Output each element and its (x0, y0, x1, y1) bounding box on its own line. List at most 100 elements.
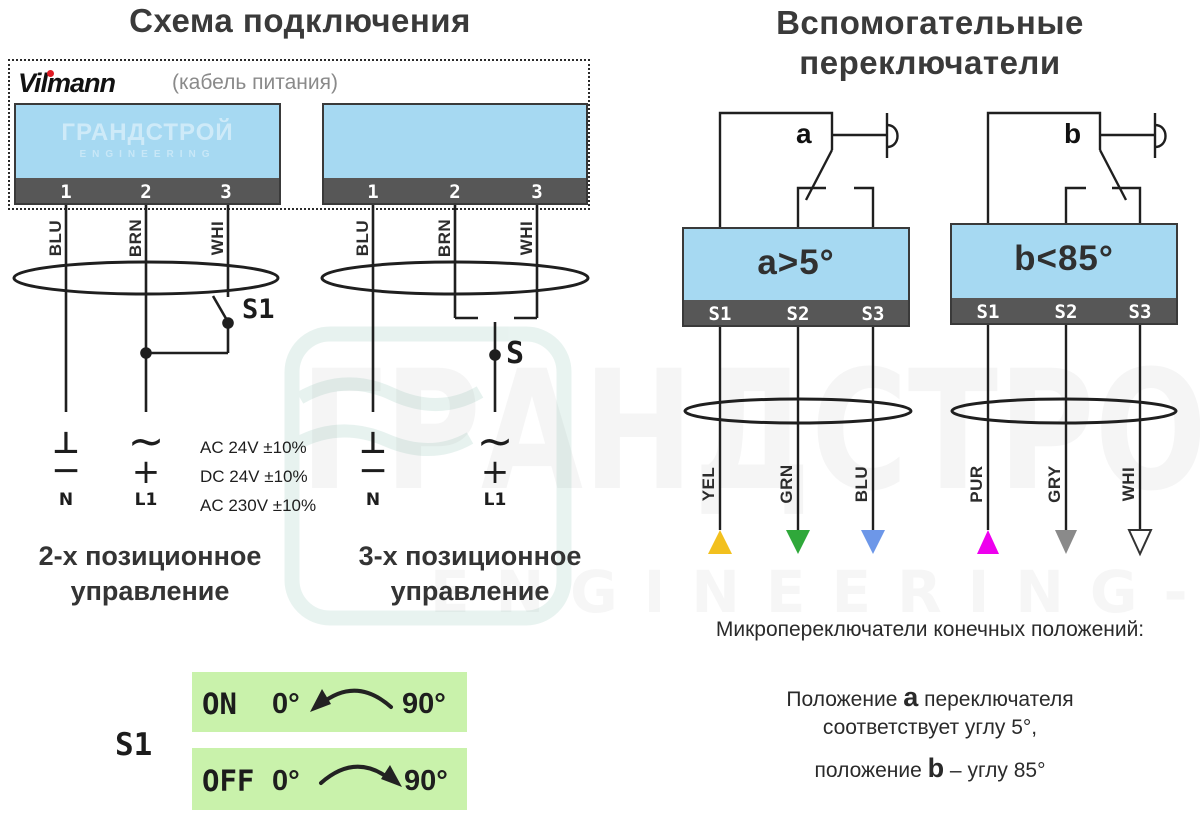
label-yel: YEL (699, 466, 718, 502)
d1-label-brn: BRN (126, 218, 145, 258)
terminal-strip-2 (324, 178, 586, 203)
s1-off-label: OFF (202, 764, 255, 798)
d1-label-blu: BLU (46, 219, 65, 257)
terminal-strip-1 (16, 178, 279, 203)
sw-b-contact-s2 (1064, 186, 1086, 223)
spec-ac230: AC 230V ±10% (200, 496, 317, 515)
spec-ac24: AC 24V ±10% (200, 438, 307, 457)
d2-switch-label: S (506, 336, 525, 371)
d2-label-whi: WHI (517, 220, 536, 256)
d1-switch-label: S1 (242, 294, 275, 325)
sw-a-blade (804, 149, 834, 201)
off-deg0: 0° (272, 765, 300, 797)
d1-ac-symbol: ~ (127, 416, 165, 467)
sw-a-cam-roller (886, 123, 899, 149)
box1-terminal-2: 2 (140, 181, 152, 203)
switch-a-letter: a (796, 118, 812, 149)
on-deg0: 0° (272, 688, 300, 720)
d2-minus-symbol: − (357, 450, 389, 491)
sw-b-blade (1098, 149, 1128, 201)
pos-b-letter: b (927, 753, 945, 783)
label-grn: GRN (777, 464, 796, 504)
on-deg90: 90° (402, 688, 446, 720)
box2-terminal-2: 2 (449, 181, 461, 203)
d1-junction-dot (140, 347, 152, 359)
gry-wire-arrow (1055, 530, 1077, 554)
aux-b-terminal-s2: S2 (1054, 301, 1078, 323)
d1-plus-symbol: + (131, 452, 161, 492)
aux-strip-a (684, 300, 908, 325)
cable-label: (кабель питания) (172, 71, 338, 94)
d2-ac-symbol: ~ (476, 416, 514, 467)
switch-b-letter: b (1064, 118, 1082, 149)
box1-watermark-sub: ENGINEERING (79, 149, 216, 160)
actuator-box-1: ГРАНДСТРОЙ ENGINEERING (14, 103, 281, 205)
position-b-line: положение b – углу 85° (680, 753, 1180, 784)
microswitch-note-title: Микропереключатели конечных положений: (715, 618, 1145, 641)
sw-a-common-path (718, 111, 834, 227)
d1-label-whi: WHI (208, 220, 227, 256)
aux-a-terminal-s1: S1 (708, 303, 732, 325)
aux-box-b: b<85° (950, 223, 1178, 325)
yel-wire-arrow (708, 530, 732, 554)
d2-caption-line2: управление (390, 576, 550, 606)
blu-wire-arrow (861, 530, 885, 554)
grn-wire-arrow (786, 530, 810, 554)
sw-a-contact-s2 (796, 186, 826, 227)
label-whi: WHI (1119, 466, 1138, 502)
label-blu: BLU (852, 465, 871, 503)
aux-a-terminal-s3: S3 (861, 303, 885, 325)
d1-switch-pivot-dot (222, 317, 234, 329)
aux-box-b-label: b<85° (1014, 239, 1114, 278)
s1-on-label: ON (202, 687, 237, 721)
pur-wire-arrow (977, 530, 999, 554)
watermark-grandstroy: ГРАНДСТРОЙ (300, 335, 1200, 527)
power-cable-dotted-frame (8, 59, 590, 210)
right-section-title-line1: Вспомогательные (776, 4, 1084, 41)
d2-label-blu: BLU (353, 219, 372, 257)
d1-minus-symbol: − (50, 450, 82, 491)
spec-dc24: DC 24V ±10% (200, 467, 308, 486)
label-gry: GRY (1045, 465, 1064, 503)
box1-terminal-1: 1 (60, 181, 72, 203)
position-angle-line: соответствует углу 5°, (822, 716, 1038, 739)
pos-b-post: – углу 85° (944, 759, 1046, 782)
watermark-engineering: ENGINEERING- (430, 558, 1200, 626)
brand-logo: Vilmann (18, 68, 116, 98)
aux-b-terminal-s3: S3 (1128, 301, 1152, 323)
off-deg90: 90° (404, 765, 448, 797)
d2-caption-line1: 3-х позиционное (358, 541, 582, 571)
aux-a-terminal-s2: S2 (786, 303, 810, 325)
sw-a-contact-s3 (854, 186, 875, 227)
d1-ground-symbol: ⊥ (52, 426, 80, 461)
d2-plus-symbol: + (480, 452, 510, 492)
left-section-title: Схема подключения (129, 2, 471, 39)
box2-terminal-3: 3 (531, 181, 543, 203)
s1-table-label: S1 (115, 727, 153, 763)
d2-ground-symbol: ⊥ (359, 426, 387, 461)
label-pur: PUR (967, 465, 986, 503)
d1-caption-line2: управление (70, 576, 230, 606)
d1-switch-blade (211, 295, 230, 323)
aux-strip-b (952, 298, 1176, 323)
box1-terminal-3: 3 (220, 181, 232, 203)
d1-n-label: N (58, 490, 74, 510)
pos-a-letter: a (903, 682, 919, 712)
whi-wire-arrow (1127, 529, 1153, 557)
d1-l1-label: L1 (134, 490, 158, 510)
right-section-title-line2: переключатели (799, 44, 1061, 81)
actuator-box-2 (322, 103, 588, 205)
aux-b-terminal-s1: S1 (976, 301, 1000, 323)
brand-logo-red-dot (47, 70, 54, 77)
sw-b-common-path (986, 111, 1102, 223)
aux-box-a: a>5° (682, 227, 910, 327)
box1-watermark-text: ГРАНДСТРОЙ (61, 119, 234, 146)
position-a-line: Положение a переключателя (680, 682, 1180, 713)
sw-b-contact-s3 (1112, 186, 1142, 223)
d2-label-brn: BRN (435, 218, 454, 258)
d2-n-label: N (365, 490, 381, 510)
pos-a-post: переключателя (918, 688, 1074, 711)
d1-caption-line1: 2-х позиционное (38, 541, 262, 571)
pos-a-pre: Положение (786, 688, 904, 711)
